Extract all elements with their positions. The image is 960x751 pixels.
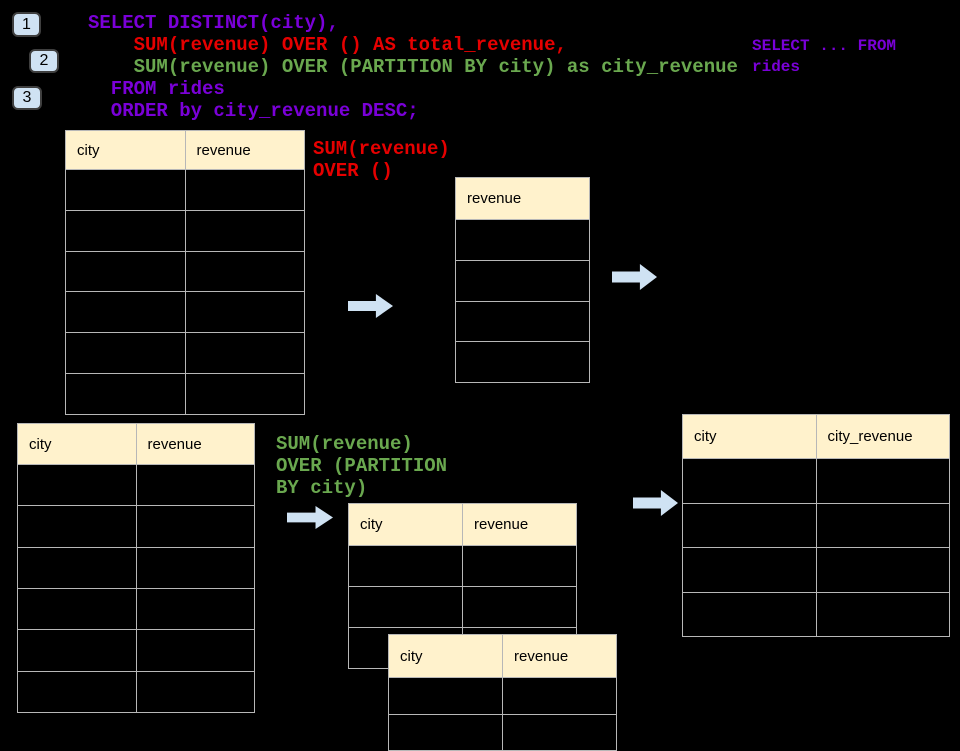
column-header: city bbox=[349, 504, 462, 545]
table-cell-empty bbox=[66, 374, 185, 414]
table-cell-empty bbox=[66, 333, 185, 374]
table-cell-empty bbox=[816, 503, 949, 547]
column-header: city_revenue bbox=[816, 415, 949, 458]
table-cell-empty bbox=[66, 292, 185, 333]
table-cell-empty bbox=[816, 459, 949, 503]
right-arrow-icon bbox=[287, 506, 333, 529]
column-header: revenue bbox=[463, 504, 576, 545]
table-cell-empty bbox=[456, 220, 589, 260]
column-header: revenue bbox=[136, 424, 254, 464]
table-cell-empty bbox=[456, 342, 589, 382]
table-cell-empty bbox=[66, 170, 185, 210]
table-cell-empty bbox=[816, 592, 949, 636]
step-badge-3: 3 bbox=[12, 86, 42, 110]
table-total-revenue-result: revenue bbox=[455, 177, 590, 383]
select-from-rides-note: SELECT ... FROM rides bbox=[752, 37, 897, 76]
sql-line-sum-over-total: SUM(revenue) OVER () AS total_revenue, bbox=[88, 34, 567, 56]
column-header: revenue bbox=[456, 178, 589, 219]
table-cell-empty bbox=[816, 548, 949, 592]
table-cell-empty bbox=[185, 292, 304, 333]
table-cell-empty bbox=[463, 587, 576, 627]
table-cell-empty bbox=[18, 671, 136, 712]
table-cell-empty bbox=[463, 546, 576, 586]
table-cell-empty bbox=[683, 548, 816, 592]
table-cell-empty bbox=[18, 547, 136, 588]
sql-code-block: SELECT DISTINCT(city), SUM(revenue) OVER… bbox=[88, 12, 738, 122]
column-header: revenue bbox=[503, 635, 616, 677]
table-cell-empty bbox=[136, 671, 254, 712]
table-cell-empty bbox=[389, 678, 502, 714]
table-cell-empty bbox=[185, 170, 304, 210]
table-cell-empty bbox=[136, 547, 254, 588]
column-header: city bbox=[66, 131, 185, 169]
table-cell-empty bbox=[683, 503, 816, 547]
table-cell-empty bbox=[136, 588, 254, 630]
table-cell-empty bbox=[503, 678, 616, 714]
annotation-sum-over-partition: SUM(revenue) OVER (PARTITION BY city) bbox=[276, 433, 448, 499]
table-cell-empty bbox=[18, 506, 136, 547]
table-cell-empty bbox=[456, 301, 589, 342]
sql-line-order-by: ORDER by city_revenue DESC; bbox=[88, 100, 419, 122]
column-header: city bbox=[683, 415, 816, 458]
right-arrow-icon bbox=[612, 264, 657, 290]
table-cell-empty bbox=[349, 546, 462, 586]
right-arrow-icon bbox=[348, 294, 393, 318]
table-cell-empty bbox=[66, 251, 185, 292]
column-header: city bbox=[18, 424, 136, 464]
table-cell-empty bbox=[66, 210, 185, 251]
column-header: city bbox=[389, 635, 502, 677]
column-header: revenue bbox=[185, 131, 304, 169]
table-cell-empty bbox=[136, 630, 254, 671]
table-cell-empty bbox=[18, 588, 136, 630]
table-cell-empty bbox=[136, 506, 254, 547]
step-badge-1: 1 bbox=[12, 12, 41, 37]
table-cell-empty bbox=[185, 210, 304, 251]
table-cell-empty bbox=[349, 587, 462, 627]
step-badge-2: 2 bbox=[29, 49, 59, 73]
table-cell-empty bbox=[18, 630, 136, 671]
right-arrow-icon bbox=[633, 490, 678, 516]
sql-line-sum-over-partition: SUM(revenue) OVER (PARTITION BY city) as… bbox=[88, 56, 738, 78]
table-cell-empty bbox=[185, 374, 304, 414]
table-cell-empty bbox=[18, 465, 136, 506]
table-cell-empty bbox=[683, 592, 816, 636]
annotation-sum-over-empty: SUM(revenue) OVER () bbox=[313, 138, 450, 182]
table-cell-empty bbox=[136, 465, 254, 506]
sql-line-from: FROM rides bbox=[88, 78, 225, 100]
table-cell-empty bbox=[456, 260, 589, 301]
sql-line-select: SELECT DISTINCT(city), bbox=[88, 12, 339, 34]
table-cell-empty bbox=[185, 333, 304, 374]
table-cell-empty bbox=[683, 459, 816, 503]
table-cell-empty bbox=[185, 251, 304, 292]
